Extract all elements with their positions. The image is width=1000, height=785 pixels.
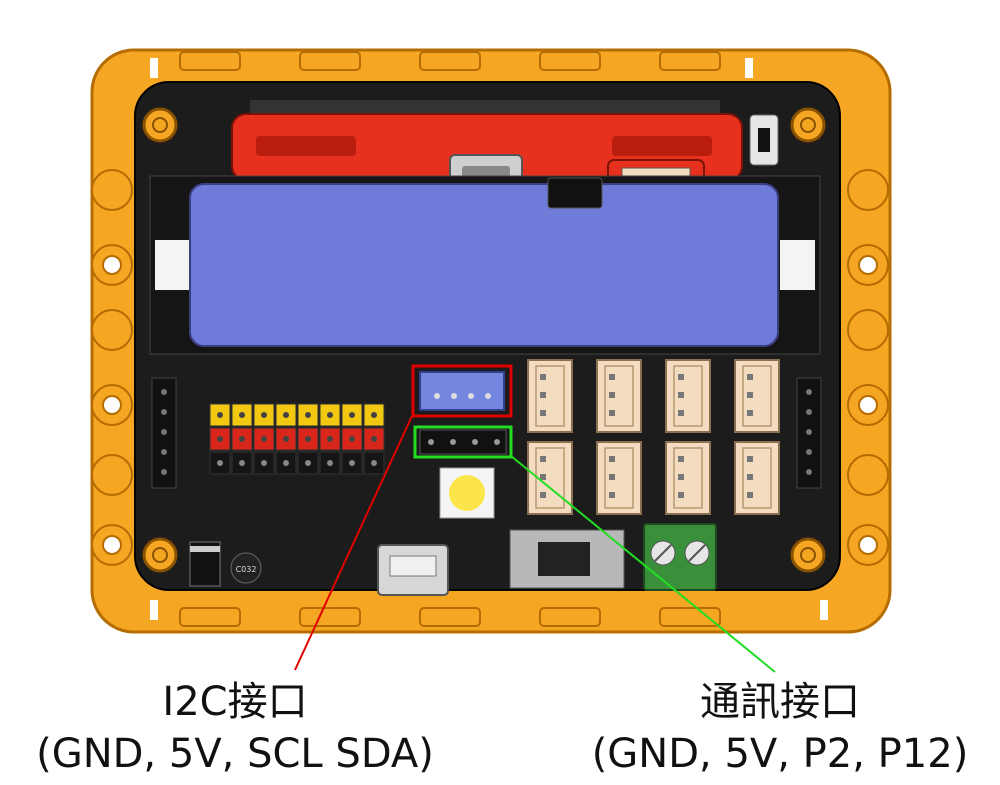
i2c-label: I2C接口 (GND, 5V, SCL SDA) [20, 676, 450, 780]
screw-terminal [644, 524, 716, 590]
sensor-connector [597, 360, 641, 432]
i2c-pins: (GND, 5V, SCL SDA) [20, 728, 450, 780]
diode [190, 542, 220, 586]
sensor-connector [528, 442, 572, 514]
sensor-connector [528, 360, 572, 432]
sensor-connector [597, 442, 641, 514]
left-pin-header [152, 378, 176, 488]
led-light [440, 468, 494, 518]
sensor-connector [735, 442, 779, 514]
i2c-connector [413, 366, 511, 416]
inductor-marking: C032 [236, 565, 257, 574]
power-switch [510, 530, 624, 588]
sensor-connector [666, 442, 710, 514]
sensor-connector [666, 360, 710, 432]
comm-label: 通訊接口 (GND, 5V, P2, P12) [560, 676, 1000, 780]
i2c-title: I2C接口 [20, 676, 450, 728]
usb-port [378, 545, 448, 595]
battery-holder [150, 176, 820, 354]
comm-title: 通訊接口 [560, 676, 1000, 728]
right-pin-header [797, 378, 821, 488]
inductor: C032 [231, 553, 261, 583]
comm-header [415, 427, 511, 457]
power-button [548, 178, 602, 208]
comm-pins: (GND, 5V, P2, P12) [560, 728, 1000, 780]
sensor-connector [735, 360, 779, 432]
